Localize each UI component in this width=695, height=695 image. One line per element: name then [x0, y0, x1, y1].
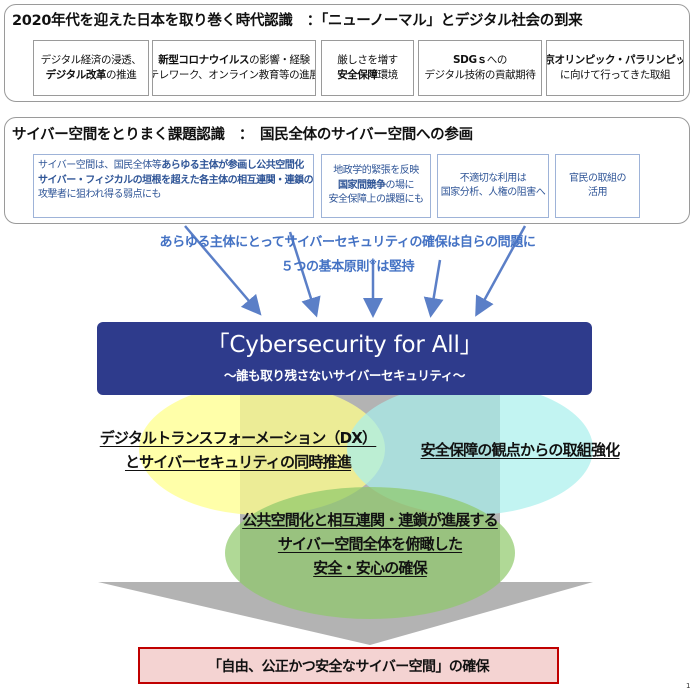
- misuse-box: 不適切な利用は 国家分析、人権の阻害へ: [437, 154, 549, 218]
- era-recognition-heading: 2020年代を迎えた日本を取り巻く時代認識 ：「ニューノーマル」とデジタル社会の…: [12, 13, 583, 29]
- public-space-label: 公共空間化と相互連関・連鎖が進展する サイバー空間全体を俯瞰した 安全・安心の確…: [242, 511, 498, 577]
- arrow-1: [184, 225, 262, 316]
- arrow-5: [475, 225, 527, 317]
- geopolitics-box: 地政学的緊張を反映 国家間競争の場に 安全保障上の課題にも: [321, 154, 431, 218]
- covid-impact-box: 新型コロナウイルスの影響・経験 テレワーク、オンライン教育等の進展: [152, 40, 316, 96]
- olympics-box: 東京オリンピック・パラリンピック に向けて行ってきた取組: [546, 40, 684, 96]
- sdgs-box: SDGｓへの デジタル技術の貢献期待: [418, 40, 542, 96]
- green-circle: [225, 487, 515, 619]
- principle-line-2: ５つの基本原則※は堅持: [280, 258, 415, 275]
- banner-title: 「Cybersecurity for All」: [206, 332, 483, 358]
- security-environment-box: 厳しさを増す 安全保障環境: [321, 40, 414, 96]
- digital-economy-box: デジタル経済の浸透、 デジタル改革の推進: [33, 40, 149, 96]
- page-number: 1: [686, 682, 691, 690]
- dx-label: デジタルトランスフォーメーション（DX） とサイバーセキュリティの同時推進: [99, 429, 377, 471]
- principle-line-1: あらゆる主体にとってサイバーセキュリティの確保は自らの問題に: [159, 235, 536, 250]
- security-label: 安全保障の観点からの取組強化: [420, 441, 621, 459]
- goal-box: 「自由、公正かつ安全なサイバー空間」の確保: [138, 647, 559, 684]
- arrow-4: [423, 259, 444, 318]
- cyberspace-issues-heading: サイバー空間をとりまく課題認識 ： 国民全体のサイバー空間への参画: [12, 127, 473, 143]
- public-space-box: サイバー空間は、国民全体等あらゆる主体が参画し公共空間化 サイバー・フィジカルの…: [33, 154, 314, 218]
- cyan-circle: [347, 383, 593, 515]
- arrow-2: [288, 231, 321, 318]
- public-private-box: 官民の取組の 活用: [555, 154, 640, 218]
- yellow-circle: [139, 383, 385, 515]
- cybersecurity-for-all-banner: 「Cybersecurity for All」 ～誰も取り残さないサイバーセキュ…: [97, 322, 592, 395]
- banner-subtitle: ～誰も取り残さないサイバーセキュリティ～: [223, 368, 465, 383]
